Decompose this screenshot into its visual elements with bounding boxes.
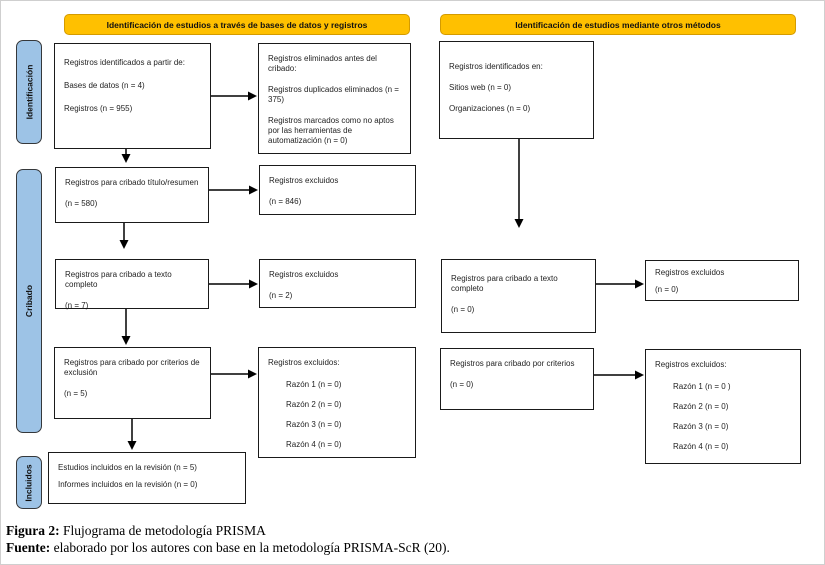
stage-identification-label: Identificación bbox=[24, 64, 35, 120]
box-line: (n = 2) bbox=[269, 291, 293, 300]
box-records-removed: Registros eliminados antes del cribado: … bbox=[258, 43, 411, 154]
banner-databases: Identificación de estudios a través de b… bbox=[64, 14, 410, 35]
box-reason: Razón 4 (n = 0) bbox=[286, 440, 342, 449]
box-line: Sitios web (n = 0) bbox=[449, 83, 512, 92]
box-fulltext-screening-other: Registros para cribado a texto completo … bbox=[441, 259, 596, 333]
caption-figure-text: Flujograma de metodología PRISMA bbox=[59, 523, 266, 538]
box-line: (n = 0) bbox=[451, 305, 475, 314]
box-line: Informes incluidos en la revisión (n = 0… bbox=[58, 480, 198, 489]
box-line: Registros para cribado por criterios de … bbox=[64, 358, 200, 377]
caption-figure-label: Figura 2: bbox=[6, 523, 60, 538]
box-line: Registros eliminados antes del cribado: bbox=[268, 54, 377, 73]
caption-figure-line: Figura 2: Flujograma de metodología PRIS… bbox=[6, 522, 646, 539]
box-line: Registros identificados en: bbox=[449, 62, 543, 71]
stage-identification: Identificación bbox=[16, 40, 42, 144]
box-reason: Razón 1 (n = 0 ) bbox=[673, 382, 731, 391]
box-criteria-screening-other: Registros para cribado por criterios (n … bbox=[440, 348, 594, 410]
stage-screening-label: Cribado bbox=[24, 284, 34, 318]
box-excluded-fulltext: Registros excluidos (n = 2) bbox=[259, 259, 416, 308]
box-reason: Razón 3 (n = 0) bbox=[673, 422, 729, 431]
box-records-identified: Registros identificados a partir de: Bas… bbox=[54, 43, 211, 149]
caption-source-label: Fuente: bbox=[6, 540, 51, 555]
box-reason: Razón 2 (n = 0) bbox=[673, 402, 729, 411]
box-line: Registros excluidos bbox=[269, 176, 339, 185]
box-line: Registros (n = 955) bbox=[64, 104, 133, 113]
box-fulltext-screening: Registros para cribado a texto completo … bbox=[55, 259, 209, 310]
box-line: Registros excluidos bbox=[655, 268, 725, 277]
figure-caption: Figura 2: Flujograma de metodología PRIS… bbox=[6, 522, 646, 556]
box-line: (n = 7) bbox=[65, 301, 89, 310]
box-line: (n = 580) bbox=[65, 199, 98, 208]
box-line: Organizaciones (n = 0) bbox=[449, 104, 531, 113]
box-reason: Razón 4 (n = 0) bbox=[673, 442, 729, 451]
box-line: (n = 5) bbox=[64, 389, 88, 398]
caption-source-line: Fuente: elaborado por los autores con ba… bbox=[6, 539, 646, 556]
box-excluded-fulltext-other: Registros excluidos (n = 0) bbox=[645, 260, 799, 301]
box-line: (n = 846) bbox=[269, 197, 302, 206]
box-line: Registros para cribado por criterios bbox=[450, 359, 575, 368]
box-line: Registros excluidos: bbox=[655, 360, 727, 369]
box-other-identified: Registros identificados en: Sitios web (… bbox=[439, 41, 594, 139]
box-line: Bases de datos (n = 4) bbox=[64, 81, 145, 90]
stage-screening: Cribado bbox=[16, 169, 42, 433]
box-reason: Razón 3 (n = 0) bbox=[286, 420, 342, 429]
box-line: Registros para cribado a texto completo bbox=[451, 274, 558, 293]
box-excluded-title-abstract: Registros excluidos (n = 846) bbox=[259, 165, 416, 215]
box-excluded-criteria-other: Registros excluidos: Razón 1 (n = 0 ) Ra… bbox=[645, 349, 801, 464]
box-line: Registros para cribado título/resumen bbox=[65, 178, 199, 187]
stage-included-label: Incluidos bbox=[24, 463, 34, 502]
box-line: Registros identificados a partir de: bbox=[64, 58, 185, 67]
box-reason: Razón 2 (n = 0) bbox=[286, 400, 342, 409]
caption-source-text: elaborado por los autores con base en la… bbox=[50, 540, 450, 555]
box-line: Registros excluidos bbox=[269, 270, 339, 279]
banner-other-methods: Identificación de estudios mediante otro… bbox=[440, 14, 796, 35]
box-criteria-screening: Registros para cribado por criterios de … bbox=[54, 347, 211, 419]
box-line: Registros marcados como no aptos por las… bbox=[268, 116, 394, 145]
box-reason: Razón 1 (n = 0) bbox=[286, 380, 342, 389]
box-excluded-criteria: Registros excluidos: Razón 1 (n = 0) Raz… bbox=[258, 347, 416, 458]
box-line: Registros duplicados eliminados (n = 375… bbox=[268, 85, 399, 104]
stage-included: Incluidos bbox=[16, 456, 42, 509]
box-screened-title-abstract: Registros para cribado título/resumen (n… bbox=[55, 167, 209, 223]
box-line: Registros para cribado a texto completo bbox=[65, 270, 172, 289]
box-line: (n = 0) bbox=[450, 380, 474, 389]
box-line: Registros excluidos: bbox=[268, 358, 340, 367]
box-included-studies: Estudios incluidos en la revisión (n = 5… bbox=[48, 452, 246, 504]
box-line: (n = 0) bbox=[655, 285, 679, 294]
box-line: Estudios incluidos en la revisión (n = 5… bbox=[58, 463, 197, 472]
